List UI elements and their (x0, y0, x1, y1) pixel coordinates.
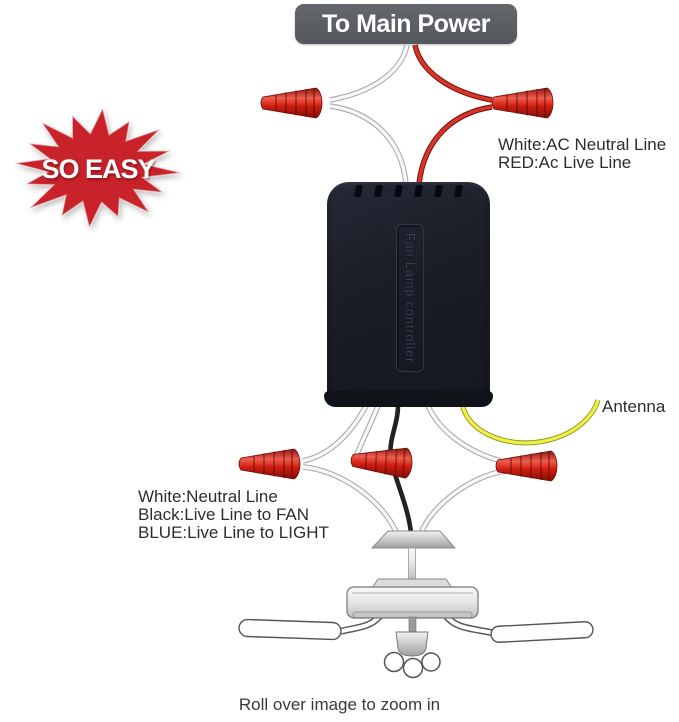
vent-slot (373, 185, 384, 197)
bottom-wire-legend: White:Neutral Line Black:Live Line to FA… (138, 488, 329, 542)
white-wire-right-nut-to-canopy (418, 468, 507, 535)
zoom-caption: Roll over image to zoom in (238, 695, 441, 714)
red-wire-nut-to-controller (416, 104, 493, 185)
fan-blade-left (238, 618, 342, 641)
vent-slot (433, 185, 444, 197)
legend-bottom-line1: White:Neutral Line (138, 487, 278, 506)
antenna-label: Antenna (602, 397, 666, 416)
top-wire-legend: White:AC Neutral Line RED:Ac Live Line (498, 136, 666, 172)
antenna-wire (459, 399, 601, 446)
white-wire-left-nut-to-canopy (302, 464, 399, 534)
starburst-shape (14, 106, 182, 230)
fan-light-fitter (395, 631, 429, 657)
fan-downrod (408, 547, 416, 580)
wire-nut-bottom-left (238, 448, 301, 480)
white-wire-controller-to-middle-nut (353, 404, 381, 458)
main-power-label: To Main Power (321, 9, 491, 38)
controller-vents (327, 185, 490, 199)
legend-top-line2: RED:Ac Live Line (498, 153, 632, 172)
fan-light-bulbs (383, 651, 441, 679)
red-wire-main-to-nut (412, 44, 493, 103)
vent-slot (453, 185, 464, 197)
ceiling-fan (238, 530, 594, 679)
soeasy-starburst (8, 104, 188, 236)
wire-nut-top-left (260, 87, 323, 119)
white-wire-controller-to-left-nut (302, 404, 369, 464)
fan-canopy (370, 530, 457, 549)
wire-nut-top-right (491, 87, 554, 119)
wire-nut-bottom-right (495, 450, 558, 482)
controller-flange (324, 391, 493, 407)
vent-slot (353, 185, 364, 197)
white-wire-controller-to-right-nut (425, 404, 502, 464)
white-wire-main-to-nut (329, 44, 410, 103)
legend-top-line1: White:AC Neutral Line (498, 135, 667, 154)
fan-light-stem (408, 616, 417, 634)
legend-bottom-line3: BLUE:Live Line to LIGHT (138, 523, 329, 542)
controller-embossed-label: Fan Lamp controller (396, 224, 424, 372)
main-power-badge: To Main Power (295, 4, 517, 44)
vent-slot (393, 185, 404, 197)
fan-blade-right (490, 621, 594, 643)
controller-box: Fan Lamp controller (324, 182, 493, 407)
legend-bottom-line2: Black:Live Line to FAN (138, 505, 310, 524)
white-wire-nut-to-controller (329, 103, 409, 185)
soeasy-label: SO EASY (41, 154, 155, 184)
vent-slot (413, 185, 424, 197)
